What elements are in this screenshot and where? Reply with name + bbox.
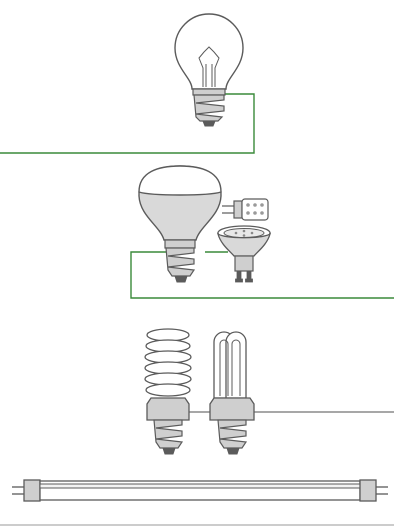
incandescent-bulb-icon [175,14,243,126]
u-tube-cfl-bulb-icon [210,332,254,454]
fluorescent-tube-icon [12,480,388,501]
connector-line-incandescent [0,94,254,153]
spiral-cfl-bulb-icon [145,329,191,454]
capsule-bulb-icon [222,199,268,220]
gu10-led-spot-icon [218,226,270,282]
reflector-bulb-icon [139,166,221,282]
